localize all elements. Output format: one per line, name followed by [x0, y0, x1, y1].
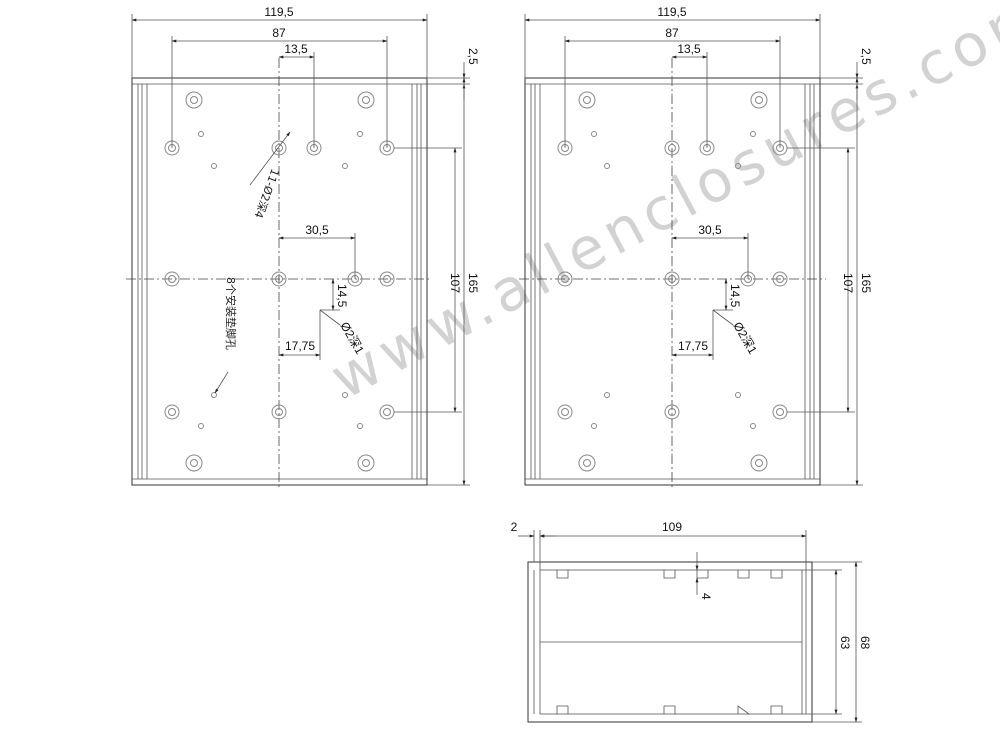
left-corner-boss	[185, 91, 203, 109]
section-dim-rib-depth: 4	[699, 593, 713, 600]
right-foot-hole	[604, 392, 610, 398]
section-rib	[770, 570, 783, 579]
left-foot-hole	[198, 131, 204, 137]
right-foot-hole	[735, 163, 741, 169]
left-dim-wall-thickness: 2,5	[466, 48, 480, 65]
right-screw-post	[664, 271, 680, 287]
section-rib	[770, 705, 783, 714]
left-note-feet-holes: 8个安装垫脚孔	[224, 277, 238, 350]
left-screw-post	[271, 404, 287, 420]
left-dim-offset-lower: 17,75	[285, 339, 315, 353]
right-screw-post	[664, 404, 680, 420]
left-screw-post	[271, 271, 287, 287]
section-dim-outer-height: 68	[858, 636, 872, 650]
section-rib	[663, 705, 676, 714]
left-dim-offset-vertical: 14,5	[335, 284, 349, 308]
right-foot-hole	[735, 392, 741, 398]
right-foot-hole	[604, 163, 610, 169]
section-rib	[663, 570, 676, 579]
right-dim-wall-thickness: 2,5	[859, 48, 873, 65]
right-foot-hole	[750, 423, 756, 429]
right-screw-post	[557, 404, 573, 420]
left-dim-offset-top: 13,5	[284, 42, 308, 56]
section-rib	[696, 570, 709, 579]
section-outer	[527, 561, 813, 723]
right-screw-post	[557, 271, 573, 287]
left-foot-hole	[211, 392, 217, 398]
right-dim-overall-width: 119,5	[657, 5, 686, 19]
left-dim-hole-spacing-y: 107	[448, 273, 462, 293]
watermark-text: www.allenclosures.com	[320, 0, 1000, 412]
left-dim-overall-length: 165	[466, 273, 480, 293]
left-corner-boss	[357, 454, 375, 472]
right-dim-hole-spacing-x: 87	[665, 26, 679, 40]
left-dim-overall-width: 119,5	[264, 5, 293, 19]
right-foot-hole	[750, 131, 756, 137]
right-corner-boss	[578, 454, 596, 472]
left-plan-view: 119,5 87 13,5 2,5 107 165 30,5 14,5	[126, 5, 480, 490]
right-corner-boss	[750, 454, 768, 472]
right-corner-boss	[750, 91, 768, 109]
left-screw-post	[271, 140, 287, 156]
left-foot-hole	[342, 163, 348, 169]
left-foot-hole	[342, 392, 348, 398]
right-corner-boss	[578, 91, 596, 109]
right-dim-offset-top: 13,5	[677, 42, 701, 56]
section-rib	[556, 705, 569, 714]
section-rib	[737, 570, 750, 579]
left-dim-hole-spacing-x: 87	[272, 26, 286, 40]
left-screw-post	[164, 271, 180, 287]
right-note-small-hole: Ø2深1	[730, 320, 760, 357]
left-corner-boss	[185, 454, 203, 472]
left-note-screw-post: 11-Ø2深4	[252, 167, 282, 220]
section-rib	[737, 705, 750, 715]
section-dim-inner-width: 109	[662, 520, 682, 534]
left-foot-hole	[357, 131, 363, 137]
left-foot-hole	[357, 423, 363, 429]
right-foot-hole	[591, 423, 597, 429]
left-screw-post	[164, 404, 180, 420]
right-dim-overall-length: 165	[859, 273, 873, 293]
left-screw-post	[379, 404, 395, 420]
right-foot-hole	[591, 131, 597, 137]
right-screw-post	[772, 271, 788, 287]
section-rib	[556, 570, 569, 579]
left-foot-hole	[198, 423, 204, 429]
section-view: 2 109 4 63 68	[511, 520, 872, 723]
right-screw-post	[772, 404, 788, 420]
left-dim-offset-mid: 30,5	[305, 223, 329, 237]
section-dim-inner-height: 63	[838, 636, 852, 650]
right-dim-hole-spacing-y: 107	[841, 273, 855, 293]
right-dim-offset-mid: 30,5	[698, 223, 722, 237]
section-dim-wall: 2	[511, 520, 518, 534]
right-dim-offset-vertical: 14,5	[728, 284, 742, 308]
left-corner-boss	[357, 91, 375, 109]
left-outline	[131, 77, 428, 486]
left-foot-hole	[211, 163, 217, 169]
right-screw-post	[664, 140, 680, 156]
right-plan-view: 119,5 87 13,5 2,5 107 165 30,5 14,5 17,7…	[519, 5, 873, 490]
right-outline	[524, 77, 821, 486]
right-dim-offset-lower: 17,75	[678, 339, 708, 353]
left-screw-post	[379, 271, 395, 287]
